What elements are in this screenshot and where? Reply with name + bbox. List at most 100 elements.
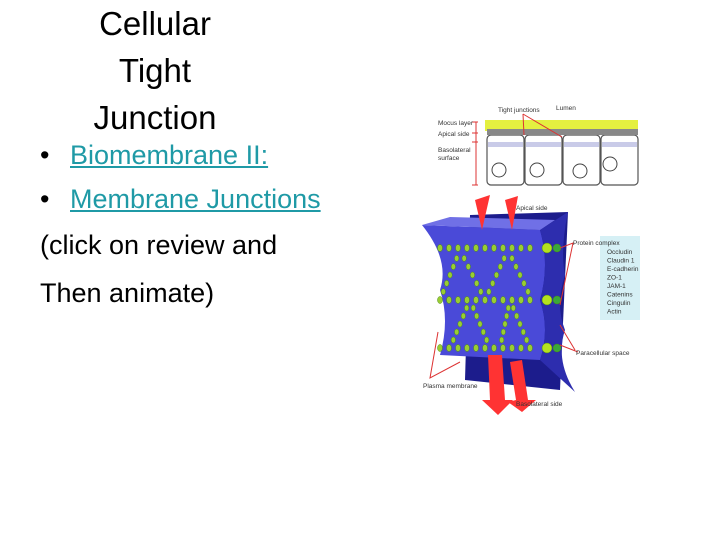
protein-dot [455, 296, 461, 304]
title-line: Cellular [99, 5, 211, 42]
protein-dot [450, 336, 456, 344]
biomembrane-link[interactable]: Biomembrane II: [70, 140, 269, 170]
junction-protein [541, 342, 553, 354]
protein-label: Claudin 1 [607, 258, 635, 265]
protein-dot [473, 344, 479, 352]
protein-dot [504, 312, 510, 320]
protein-dot [518, 344, 524, 352]
protein-dot [446, 344, 452, 352]
protein-dot [499, 336, 505, 344]
protein-dot [482, 344, 488, 352]
protein-dot [525, 288, 531, 295]
protein-dot [473, 244, 479, 252]
label-lumen: Lumen [556, 105, 576, 112]
junction-protein [552, 295, 562, 305]
junction-protein [552, 243, 562, 253]
protein-dot [521, 280, 527, 287]
protein-dot [464, 296, 470, 304]
protein-dot [464, 304, 470, 312]
slide-title: Cellular Tight Junction [60, 0, 250, 141]
junction-protein [541, 294, 553, 306]
junction-protein [552, 343, 562, 353]
protein-dot [502, 320, 508, 328]
protein-dot [454, 255, 460, 262]
protein-dot [478, 288, 484, 295]
protein-dot [501, 255, 507, 262]
protein-label: Cingulin [607, 300, 631, 307]
protein-dot [509, 244, 515, 252]
protein-dot [447, 271, 453, 279]
protein-dot [491, 244, 497, 252]
label-basolateral: Basolateral [438, 147, 471, 154]
protein-dot [460, 312, 466, 320]
protein-dot [484, 336, 490, 344]
protein-dot [510, 304, 516, 312]
protein-dot [457, 320, 463, 328]
body-text: (click on review and [40, 230, 278, 260]
bullet-item: •Biomembrane II: [40, 133, 321, 177]
bullet-icon: • [40, 184, 50, 214]
label-apical-side: Apical side [516, 205, 548, 212]
label-mucus: Mocus layer [438, 120, 474, 127]
protein-dot [444, 280, 450, 287]
protein-dot [437, 344, 443, 352]
protein-dot [500, 244, 506, 252]
protein-dot [500, 344, 506, 352]
protein-dot [464, 244, 470, 252]
protein-dot [486, 288, 492, 295]
protein-dot [497, 263, 503, 270]
protein-dot [482, 296, 488, 304]
protein-dot [446, 296, 452, 304]
label-basolateral-side: Basolateral side [516, 401, 563, 408]
protein-dot [500, 328, 506, 336]
protein-dot [514, 312, 520, 320]
protein-dot [482, 244, 488, 252]
protein-dot [446, 244, 452, 252]
protein-label: Catenins [607, 292, 633, 299]
tight-junction-diagram: Tight junctions Lumen Mocus layer Apical… [422, 105, 640, 415]
protein-dot [470, 304, 476, 312]
protein-dot [527, 296, 533, 304]
protein-label: JAM-1 [607, 283, 626, 290]
protein-dot [477, 320, 483, 328]
label-paracellular-space: Paracellular space [576, 350, 630, 357]
protein-dot [505, 304, 511, 312]
protein-dot [491, 296, 497, 304]
label-protein-complex: Protein complex [573, 240, 620, 247]
label-plasma-membrane: Plasma membrane [423, 383, 478, 390]
protein-dot [437, 296, 443, 304]
protein-dot [461, 255, 467, 262]
protein-dot [494, 271, 499, 279]
protein-dot [473, 296, 479, 304]
protein-dot [440, 288, 446, 295]
protein-label: Actin [607, 309, 622, 316]
protein-dot [470, 271, 475, 279]
protein-dot [509, 296, 515, 304]
membrane-junctions-link[interactable]: Membrane Junctions [70, 184, 321, 214]
protein-dot [474, 280, 480, 287]
protein-dot [518, 244, 524, 252]
junction-protein [541, 242, 553, 254]
body-text: Then animate) [40, 278, 215, 308]
protein-dot [480, 328, 486, 336]
protein-dot [524, 336, 530, 344]
label-surface: surface [438, 155, 460, 162]
protein-dot [437, 244, 443, 252]
protein-dot [454, 328, 460, 336]
protein-label: Occludin [607, 249, 633, 256]
protein-dot [500, 296, 506, 304]
protein-dot [455, 244, 461, 252]
protein-dot [491, 344, 497, 352]
title-line: Junction [93, 99, 217, 136]
protein-dot [450, 263, 456, 270]
bullet-list: •Biomembrane II: • Membrane Junctions (cl… [40, 133, 321, 317]
protein-dot [513, 263, 519, 270]
protein-dot [509, 344, 515, 352]
protein-dot [474, 312, 480, 320]
protein-dot [455, 344, 461, 352]
protein-dot [464, 344, 470, 352]
title-line: Tight [118, 52, 192, 89]
protein-dot [520, 328, 526, 336]
protein-dot [490, 280, 496, 287]
protein-dot [527, 344, 533, 352]
